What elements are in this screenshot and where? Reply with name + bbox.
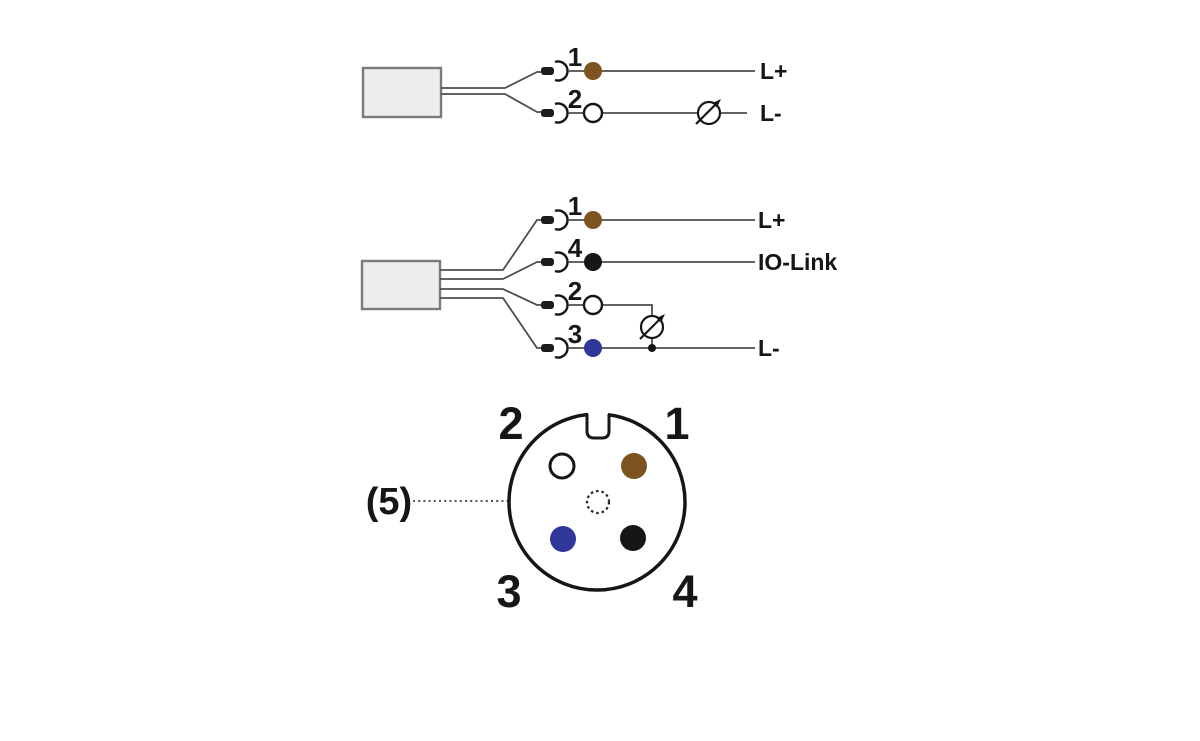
plug-socket-icon [539,60,569,82]
signal-label: L- [760,100,782,126]
pin-number: 2 [568,84,582,114]
pin-2-white [548,452,576,480]
signal-label: L- [758,335,780,361]
cable-wire [440,219,541,271]
plug-socket-icon [539,251,569,273]
center-pin-label: (5) [366,481,412,523]
load-icon [695,99,722,126]
cable-wire [441,71,541,89]
pin-number: 3 [568,319,582,349]
pin-4-black [620,525,646,551]
junction-dot [648,344,656,352]
connector-pin-label: 3 [496,566,521,617]
pin-5-dashed [585,489,611,515]
pin-dot-white [582,294,604,316]
load-icon [639,314,665,340]
diagram-2wire: 1 2 L+ L- [361,42,787,126]
plug-socket-icon [539,337,569,359]
cable-wire [441,93,541,113]
pin-number: 2 [568,276,582,306]
signal-label: L+ [760,58,787,84]
connector-pinout: 2 1 3 4 (5) [366,398,698,617]
signal-label: L+ [758,207,785,233]
pin-1-brown [621,453,647,479]
connector-pin-label: 2 [498,398,523,449]
cable-wire [440,297,541,349]
keyway-notch-icon [585,414,611,440]
pin-dot-brown [584,211,602,229]
signal-label: IO-Link [758,249,837,275]
diagram-4wire-io-link: 1 4 2 3 L+ IO-Link L- [360,191,837,361]
pin-dot-white [582,102,604,124]
pin-number: 4 [568,233,583,263]
sensor-body [361,66,443,119]
pin-dot-black [584,253,602,271]
connector-pin-label: 4 [672,566,697,617]
plug-socket-icon [539,294,569,316]
pin-number: 1 [568,42,582,72]
cable-wire [440,288,541,306]
sensor-body [360,259,442,311]
pin-dot-blue [584,339,602,357]
cable-wire [440,261,541,280]
plug-socket-icon [539,102,569,124]
connector-pin-label: 1 [664,398,689,449]
plug-socket-icon [539,209,569,231]
pin-dot-brown [584,62,602,80]
pin-3-blue [550,526,576,552]
pin-number: 1 [568,191,582,221]
